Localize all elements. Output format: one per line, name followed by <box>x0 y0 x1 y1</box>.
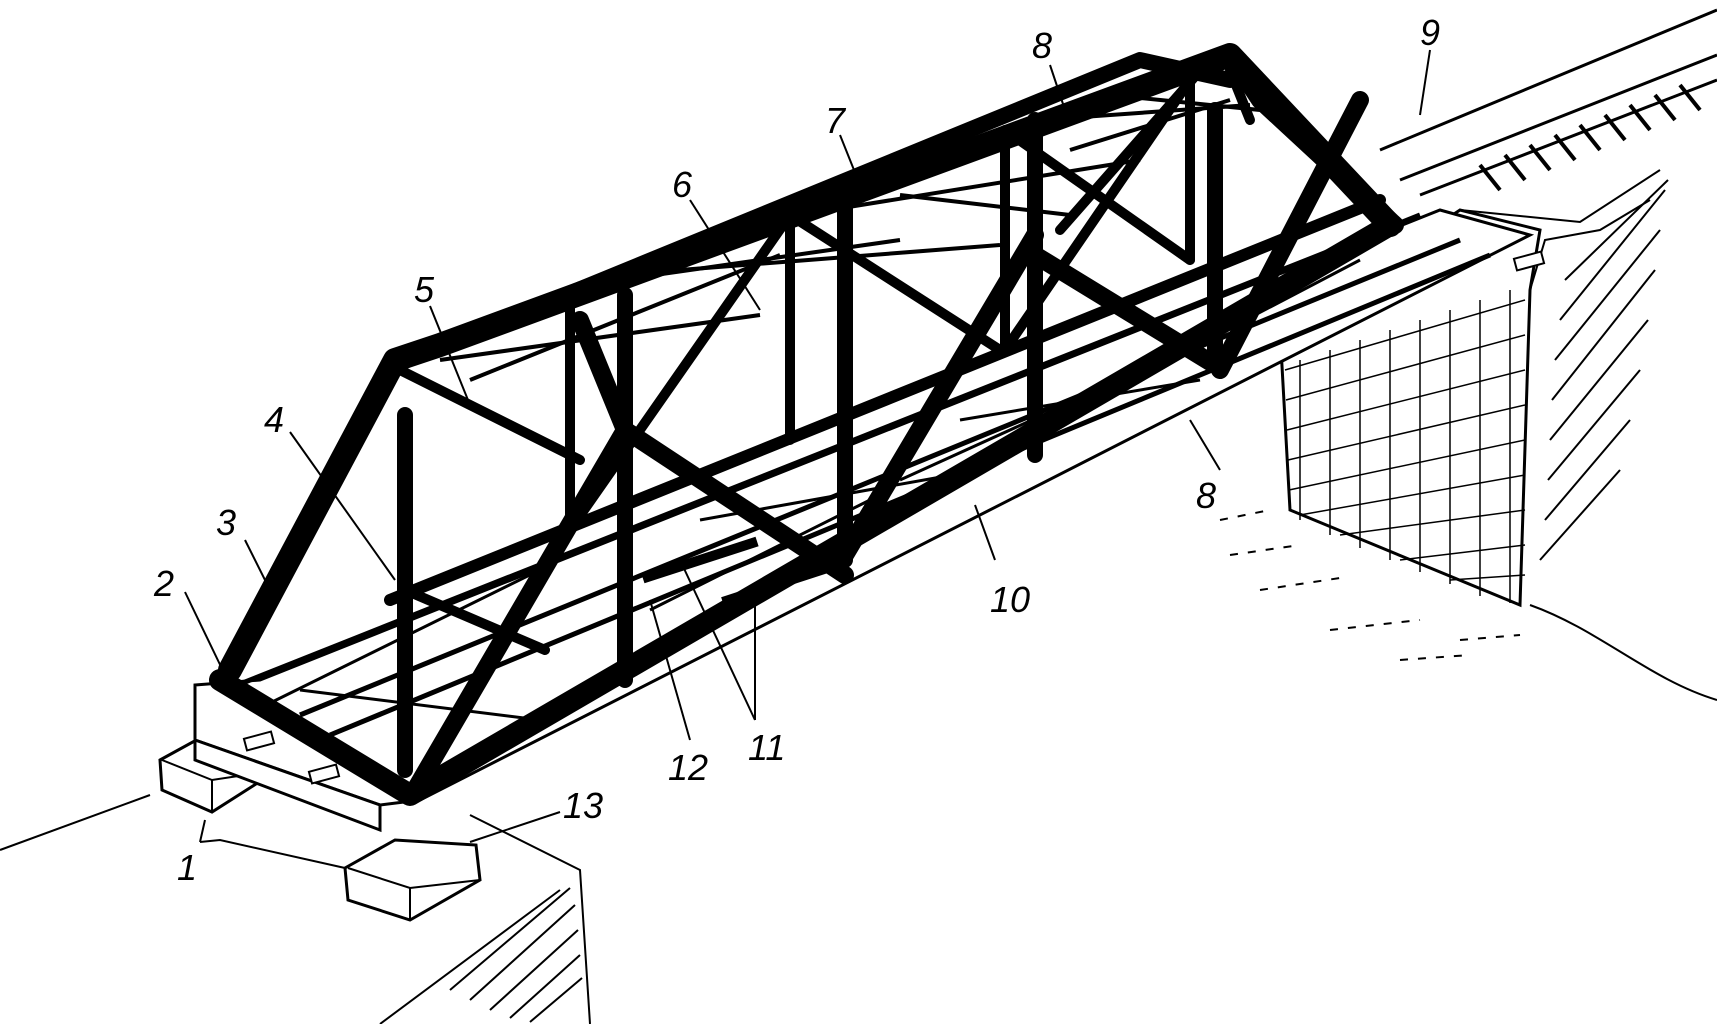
callout-7: 7 <box>825 100 846 141</box>
callout-1: 1 <box>177 847 198 888</box>
leader-lines <box>184 49 1431 869</box>
railway-track <box>1379 8 1717 197</box>
callout-8-bottom: 8 <box>1196 475 1217 516</box>
left-bank <box>0 794 591 1024</box>
callout-13: 13 <box>563 785 604 826</box>
callout-8-top: 8 <box>1032 25 1053 66</box>
truss-structure <box>193 43 1546 833</box>
callout-6: 6 <box>672 164 693 205</box>
callout-3: 3 <box>216 502 237 543</box>
callout-9: 9 <box>1420 12 1441 53</box>
callout-2: 2 <box>154 563 175 604</box>
callout-5: 5 <box>414 269 435 310</box>
callout-12: 12 <box>668 747 709 788</box>
callout-11: 11 <box>748 727 786 768</box>
callout-4: 4 <box>264 399 285 440</box>
callout-10: 10 <box>990 579 1031 620</box>
